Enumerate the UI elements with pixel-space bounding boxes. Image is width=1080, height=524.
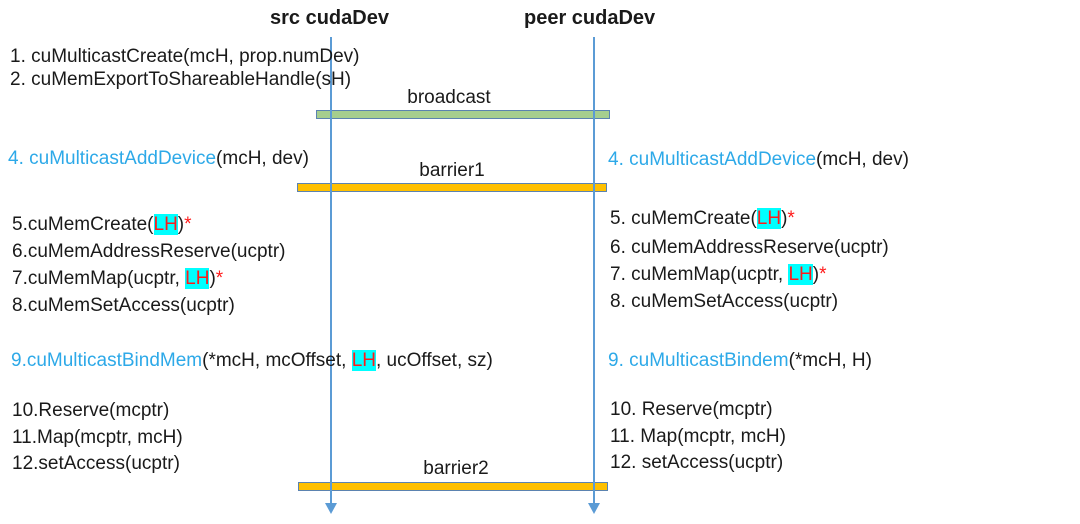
arrow-down-icon: [588, 503, 600, 514]
step-segment: 8. cuMemSetAccess(ucptr): [610, 291, 839, 312]
step-segment: 11. Map(mcptr, mcH): [610, 426, 786, 447]
broadcast-label: broadcast: [407, 87, 491, 108]
step-segment: *: [787, 208, 795, 229]
step-segment: LH: [788, 264, 813, 285]
step-segment: ): [812, 264, 820, 285]
src-step-10: 10.Reserve(mcptr): [12, 400, 169, 422]
step-segment: LH: [185, 268, 210, 289]
peer-step-12: 12. setAccess(ucptr): [610, 452, 783, 474]
step-segment: 12.setAccess(ucptr): [12, 453, 180, 474]
step-segment: 6. cuMemAddressReserve(ucptr): [610, 237, 889, 258]
step-segment: ): [209, 268, 216, 289]
step-segment: 4. cuMulticastAddDevice: [8, 148, 217, 169]
barrier2-label: barrier2: [423, 458, 489, 479]
step-segment: 10. Reserve(mcptr): [610, 399, 773, 420]
barrier2-bar: [298, 482, 608, 491]
step-segment: 5. cuMemCreate(: [610, 208, 757, 229]
src-step-9: 9.cuMulticastBindMem(*mcH, mcOffset, LH,…: [11, 350, 493, 372]
step-segment: 5.cuMemCreate(: [12, 214, 154, 235]
step-segment: 7.cuMemMap(ucptr,: [12, 268, 186, 289]
arrow-down-icon: [325, 503, 337, 514]
peer-step-7: 7. cuMemMap(ucptr, LH)*: [610, 264, 826, 286]
src-step-5: 5.cuMemCreate(LH)*: [12, 214, 192, 236]
src-step-2: 2. cuMemExportToShareableHandle(sH): [10, 69, 351, 91]
step-segment: 10.Reserve(mcptr): [12, 400, 170, 421]
step-segment: ): [177, 214, 185, 235]
step-segment: 11.Map(mcptr, mcH): [12, 427, 183, 448]
lifeline-peer: [593, 37, 595, 505]
actor-src-label: src cudaDev: [270, 7, 389, 29]
barrier1-label: barrier1: [419, 160, 485, 181]
step-segment: 7. cuMemMap(ucptr,: [610, 264, 789, 285]
peer-step-5: 5. cuMemCreate(LH)*: [610, 208, 795, 230]
step-segment: (mcH, dev): [816, 149, 909, 170]
step-segment: 12. setAccess(ucptr): [610, 452, 784, 473]
step-segment: LH: [756, 208, 782, 229]
step-segment: (mcH, dev): [216, 148, 309, 169]
peer-step-8: 8. cuMemSetAccess(ucptr): [610, 291, 838, 313]
step-segment: 1. cuMulticastCreate(mcH, prop.numDev): [10, 46, 360, 67]
src-step-12: 12.setAccess(ucptr): [12, 453, 180, 475]
step-segment: (*mcH, mcOffset,: [202, 350, 352, 371]
step-segment: 6.cuMemAddressReserve(ucptr): [12, 241, 286, 262]
src-step-11: 11.Map(mcptr, mcH): [12, 427, 183, 449]
src-step-7: 7.cuMemMap(ucptr, LH)*: [12, 268, 223, 290]
step-segment: (*mcH, H): [788, 350, 872, 371]
lifeline-src: [330, 37, 332, 505]
barrier1-bar: [297, 183, 607, 192]
step-segment: 4. cuMulticastAddDevice: [608, 149, 817, 170]
peer-step-10: 10. Reserve(mcptr): [610, 399, 773, 421]
actor-peer-label: peer cudaDev: [524, 7, 656, 29]
step-segment: 2. cuMemExportToShareableHandle(sH): [10, 69, 352, 90]
src-step-8: 8.cuMemSetAccess(ucptr): [12, 295, 235, 317]
step-segment: ): [781, 208, 788, 229]
broadcast-bar: [316, 110, 610, 119]
step-segment: *: [184, 214, 192, 235]
step-segment: LH: [351, 350, 376, 371]
step-segment: 8.cuMemSetAccess(ucptr): [12, 295, 235, 316]
peer-step-9: 9. cuMulticastBindem(*mcH, H): [608, 350, 872, 372]
step-segment: LH: [153, 214, 178, 235]
step-segment: *: [819, 264, 827, 285]
peer-step-4: 4. cuMulticastAddDevice(mcH, dev): [608, 149, 909, 171]
step-segment: , ucOffset, sz): [375, 350, 493, 371]
src-step-1: 1. cuMulticastCreate(mcH, prop.numDev): [10, 46, 360, 68]
step-segment: *: [215, 268, 224, 289]
step-segment: 9. cuMulticastBindem: [608, 350, 789, 371]
peer-step-6: 6. cuMemAddressReserve(ucptr): [610, 237, 889, 259]
peer-step-11: 11. Map(mcptr, mcH): [610, 426, 786, 448]
src-step-6: 6.cuMemAddressReserve(ucptr): [12, 241, 285, 263]
src-step-4: 4. cuMulticastAddDevice(mcH, dev): [8, 148, 309, 170]
step-segment: 9.cuMulticastBindMem: [11, 350, 203, 371]
